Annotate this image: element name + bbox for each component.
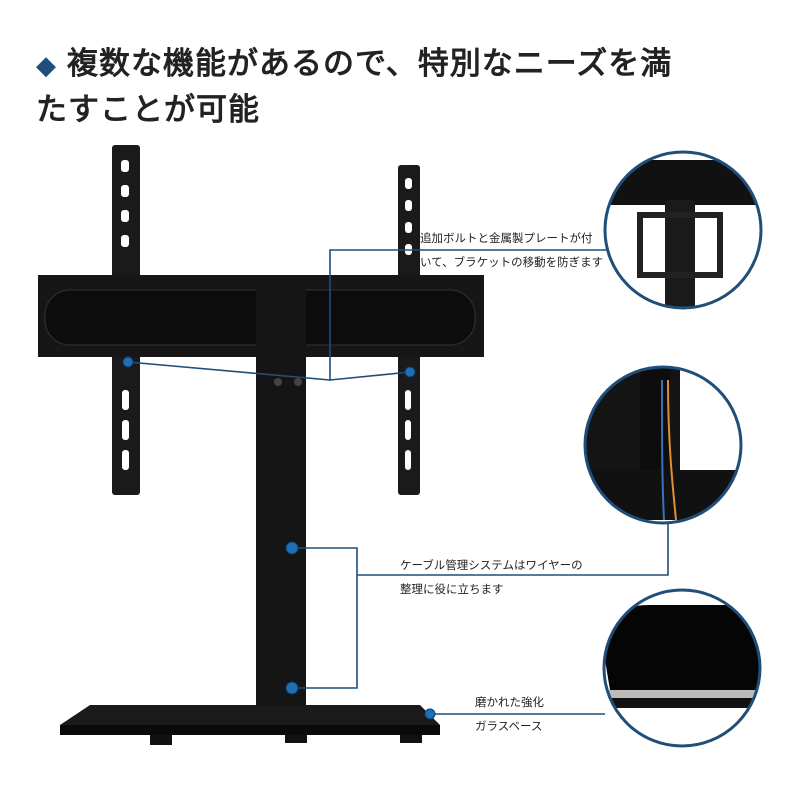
callout-glass: 磨かれた強化 ガラスベース (475, 690, 544, 738)
detail-circle-bolts (603, 150, 763, 310)
callout-bolts: 追加ボルトと金属製プレートが付 いて、ブラケットの移動を防ぎます (420, 226, 603, 274)
vertical-pole (256, 288, 306, 723)
callout-cable: ケーブル管理システムはワイヤーの 整理に役に立ちます (400, 553, 583, 601)
detail-circle-cable (583, 365, 743, 525)
callout-lines (127, 249, 669, 715)
callout-bolts-line-1: 追加ボルトと金属製プレートが付 (420, 231, 593, 245)
callout-cable-line-1: ケーブル管理システムはワイヤーの (400, 558, 583, 572)
callout-glass-line-2: ガラスベース (475, 719, 543, 733)
heading-line-2: たすことが可能 (36, 92, 260, 128)
callout-cable-line-2: 整理に役に立ちます (400, 582, 504, 596)
callout-bolts-line-2: いて、ブラケットの移動を防ぎます (420, 255, 604, 269)
page-heading: ◆ 複数な機能があるので、特別なニーズを満 たすことが可能 (36, 42, 672, 132)
detail-circle-glass (602, 588, 762, 748)
diamond-icon: ◆ (36, 51, 57, 81)
glass-base (60, 705, 440, 725)
heading-line-1: 複数な機能があるので、特別なニーズを満 (67, 46, 673, 82)
callout-glass-line-1: 磨かれた強化 (475, 695, 544, 709)
